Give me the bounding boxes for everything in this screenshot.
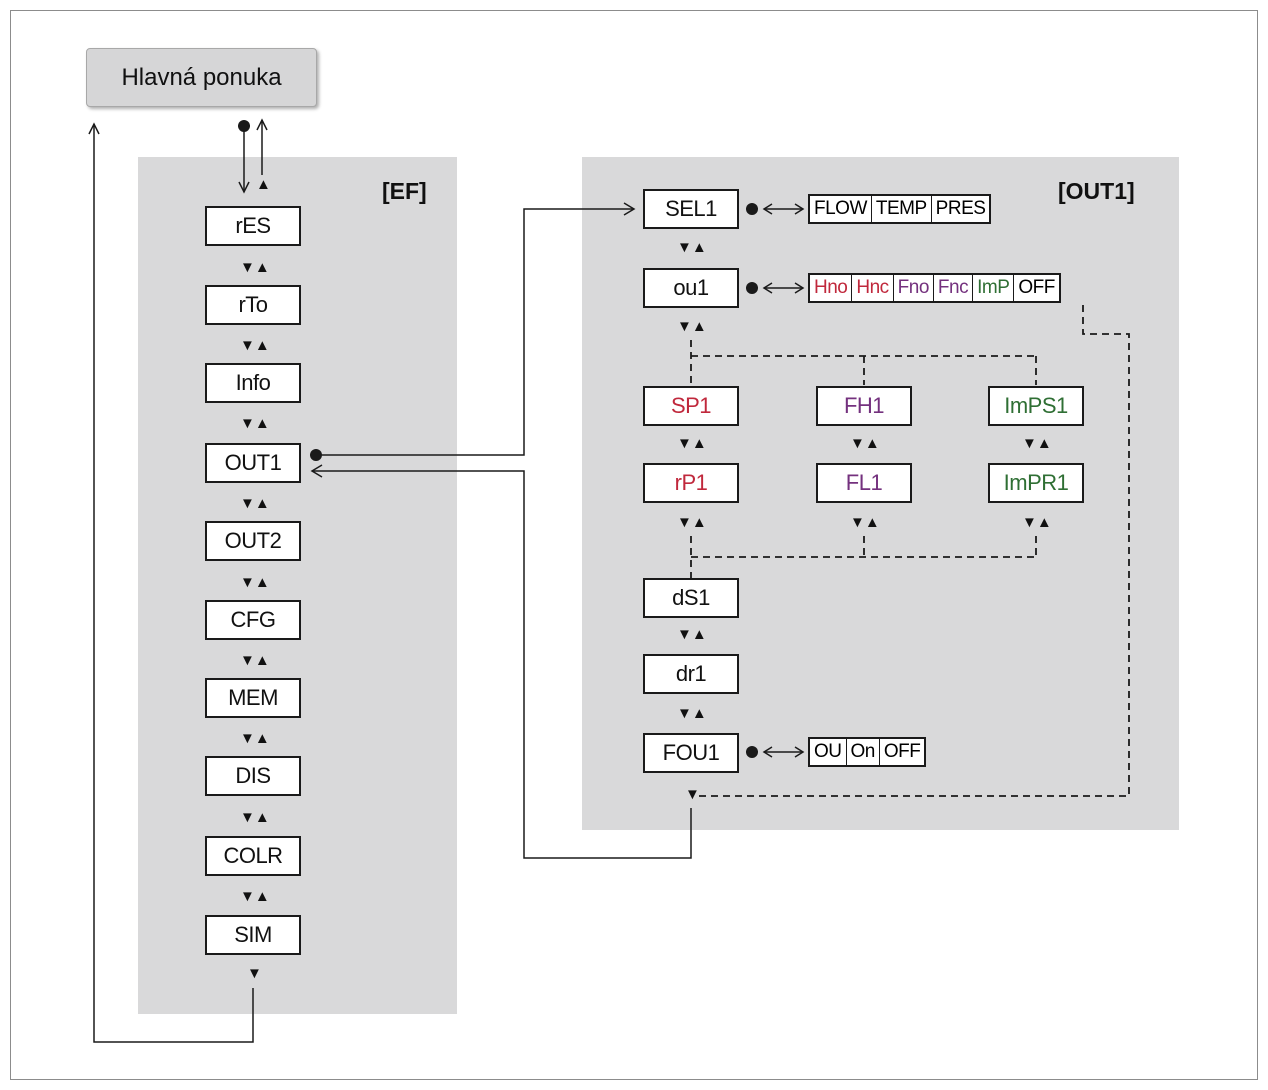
menu-item-res[interactable]: rES: [205, 206, 301, 246]
nav-arrows-icon: ▼▲: [240, 415, 270, 432]
main-menu-dot: [238, 120, 250, 132]
fou1-dot: [746, 746, 758, 758]
nav-arrows-icon: ▼▲: [677, 514, 707, 531]
nav-arrows-icon: ▼▲: [240, 809, 270, 826]
sel1-dot: [746, 203, 758, 215]
nav-arrows-icon: ▼▲: [677, 435, 707, 452]
option-flow[interactable]: FLOW: [814, 198, 867, 219]
param-ds1[interactable]: dS1: [643, 578, 739, 618]
menu-item-out1[interactable]: OUT1: [205, 443, 301, 483]
nav-arrows-icon: ▼▲: [677, 239, 707, 256]
param-fl1[interactable]: FL1: [816, 463, 912, 503]
param-fh1[interactable]: FH1: [816, 386, 912, 426]
sel1-options: FLOW TEMP PRES: [808, 194, 992, 224]
main-menu-button[interactable]: Hlavná ponuka: [86, 48, 317, 107]
param-fou1[interactable]: FOU1: [643, 733, 739, 773]
nav-arrows-icon: ▼▲: [240, 259, 270, 276]
option-ou[interactable]: OU: [814, 741, 842, 762]
param-ou1[interactable]: ou1: [643, 268, 739, 308]
menu-item-dis[interactable]: DIS: [205, 756, 301, 796]
nav-arrows-icon: ▼▲: [1022, 514, 1052, 531]
nav-arrows-icon: ▼▲: [677, 318, 707, 335]
option-hno[interactable]: Hno: [814, 277, 848, 298]
option-temp[interactable]: TEMP: [870, 196, 931, 222]
nav-arrows-icon: ▼▲: [677, 626, 707, 643]
fou1-options: OU On OFF: [808, 737, 927, 767]
menu-item-mem[interactable]: MEM: [205, 678, 301, 718]
out1-dot: [310, 449, 322, 461]
nav-arrows-icon: ▼▲: [240, 888, 270, 905]
nav-arrows-icon: ▼▲: [240, 730, 270, 747]
diagram-frame: [10, 10, 1258, 1080]
param-imps1[interactable]: ImPS1: [988, 386, 1084, 426]
option-imp[interactable]: ImP: [972, 275, 1013, 301]
option-fno[interactable]: Fno: [892, 275, 933, 301]
menu-item-sim[interactable]: SIM: [205, 915, 301, 955]
menu-item-cfg[interactable]: CFG: [205, 600, 301, 640]
param-sp1[interactable]: SP1: [643, 386, 739, 426]
nav-arrows-icon: ▼▲: [850, 435, 880, 452]
option-fnc[interactable]: Fnc: [932, 275, 972, 301]
out1-panel-label: [OUT1]: [1058, 178, 1135, 204]
menu-item-colr[interactable]: COLR: [205, 836, 301, 876]
nav-arrows-icon: ▼▲: [1022, 435, 1052, 452]
nav-arrows-icon: ▼▲: [240, 652, 270, 669]
ou1-dot: [746, 282, 758, 294]
nav-arrows-icon: ▼▲: [850, 514, 880, 531]
menu-item-info[interactable]: Info: [205, 363, 301, 403]
ou1-options: Hno Hnc Fno Fnc ImP OFF: [808, 273, 1061, 303]
option-on[interactable]: On: [845, 739, 879, 765]
param-impr1[interactable]: ImPR1: [988, 463, 1084, 503]
up-arrow-icon: ▲: [256, 176, 271, 193]
option-fou-off[interactable]: OFF: [878, 739, 925, 765]
option-pres[interactable]: PRES: [930, 196, 990, 222]
param-sel1[interactable]: SEL1: [643, 189, 739, 229]
option-off[interactable]: OFF: [1013, 275, 1059, 301]
ef-panel-label: [EF]: [382, 178, 427, 204]
down-arrow-icon: ▼: [247, 965, 262, 982]
menu-item-out2[interactable]: OUT2: [205, 521, 301, 561]
option-hnc[interactable]: Hnc: [851, 275, 892, 301]
nav-arrows-icon: ▼▲: [240, 337, 270, 354]
menu-item-rto[interactable]: rTo: [205, 285, 301, 325]
nav-arrows-icon: ▼▲: [240, 495, 270, 512]
down-arrow-icon: ▼: [685, 786, 700, 803]
param-rp1[interactable]: rP1: [643, 463, 739, 503]
nav-arrows-icon: ▼▲: [677, 705, 707, 722]
param-dr1[interactable]: dr1: [643, 654, 739, 694]
nav-arrows-icon: ▼▲: [240, 574, 270, 591]
